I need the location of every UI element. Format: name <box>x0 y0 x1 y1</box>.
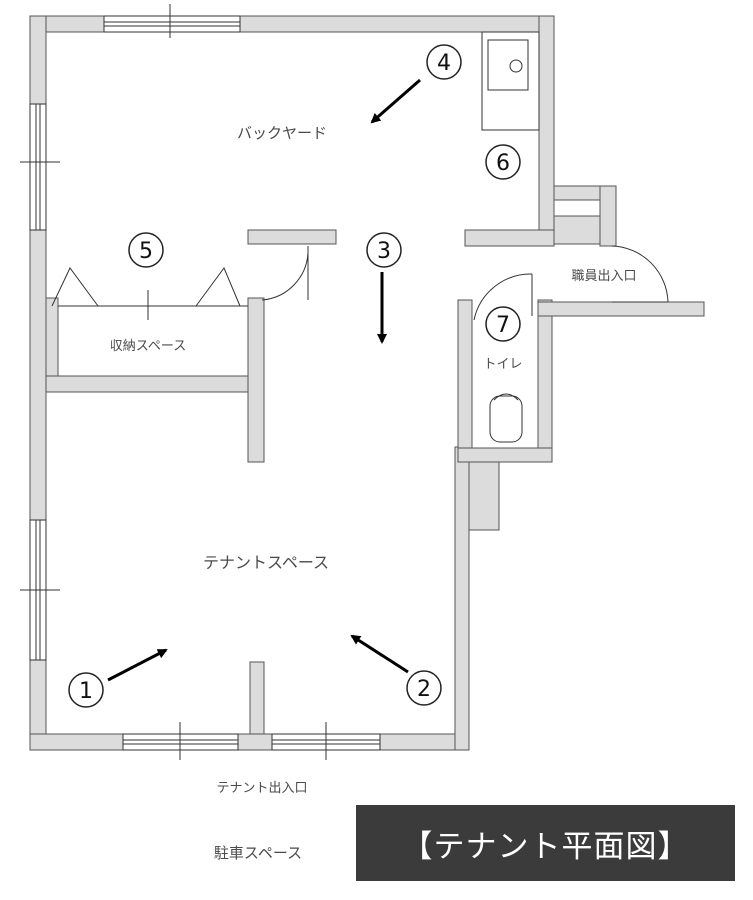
plan-title: 【テナント平面図】 <box>356 805 735 881</box>
marker-7: 7 <box>485 306 521 342</box>
marker-5: 5 <box>128 232 164 268</box>
fixtures <box>51 31 669 443</box>
svg-text:5: 5 <box>139 239 153 264</box>
arrow-4 <box>370 78 421 124</box>
marker-4: 4 <box>426 44 462 80</box>
svg-text:4: 4 <box>437 51 451 76</box>
label-parking: 駐車スペース <box>214 844 302 862</box>
svg-text:3: 3 <box>377 239 391 264</box>
svg-text:7: 7 <box>496 313 510 338</box>
label-backyard: バックヤード <box>237 124 327 142</box>
arrow-1 <box>107 648 168 682</box>
marker-2: 2 <box>406 670 442 706</box>
windows <box>20 4 381 760</box>
marker-3: 3 <box>366 232 402 268</box>
arrow-2 <box>350 634 409 674</box>
label-staff-entrance: 職員出入口 <box>571 269 636 284</box>
svg-text:2: 2 <box>417 677 431 702</box>
walls <box>29 15 705 751</box>
marker-1: 1 <box>68 672 104 708</box>
label-storage: 収納スペース <box>110 339 186 354</box>
svg-text:6: 6 <box>496 151 510 176</box>
view-arrows <box>107 78 421 682</box>
label-tenant-space: テナントスペース <box>203 553 329 572</box>
svg-text:1: 1 <box>79 679 93 704</box>
label-tenant-entrance: テナント出入口 <box>216 781 307 796</box>
marker-6: 6 <box>485 144 521 180</box>
label-toilet: トイレ <box>483 357 522 372</box>
